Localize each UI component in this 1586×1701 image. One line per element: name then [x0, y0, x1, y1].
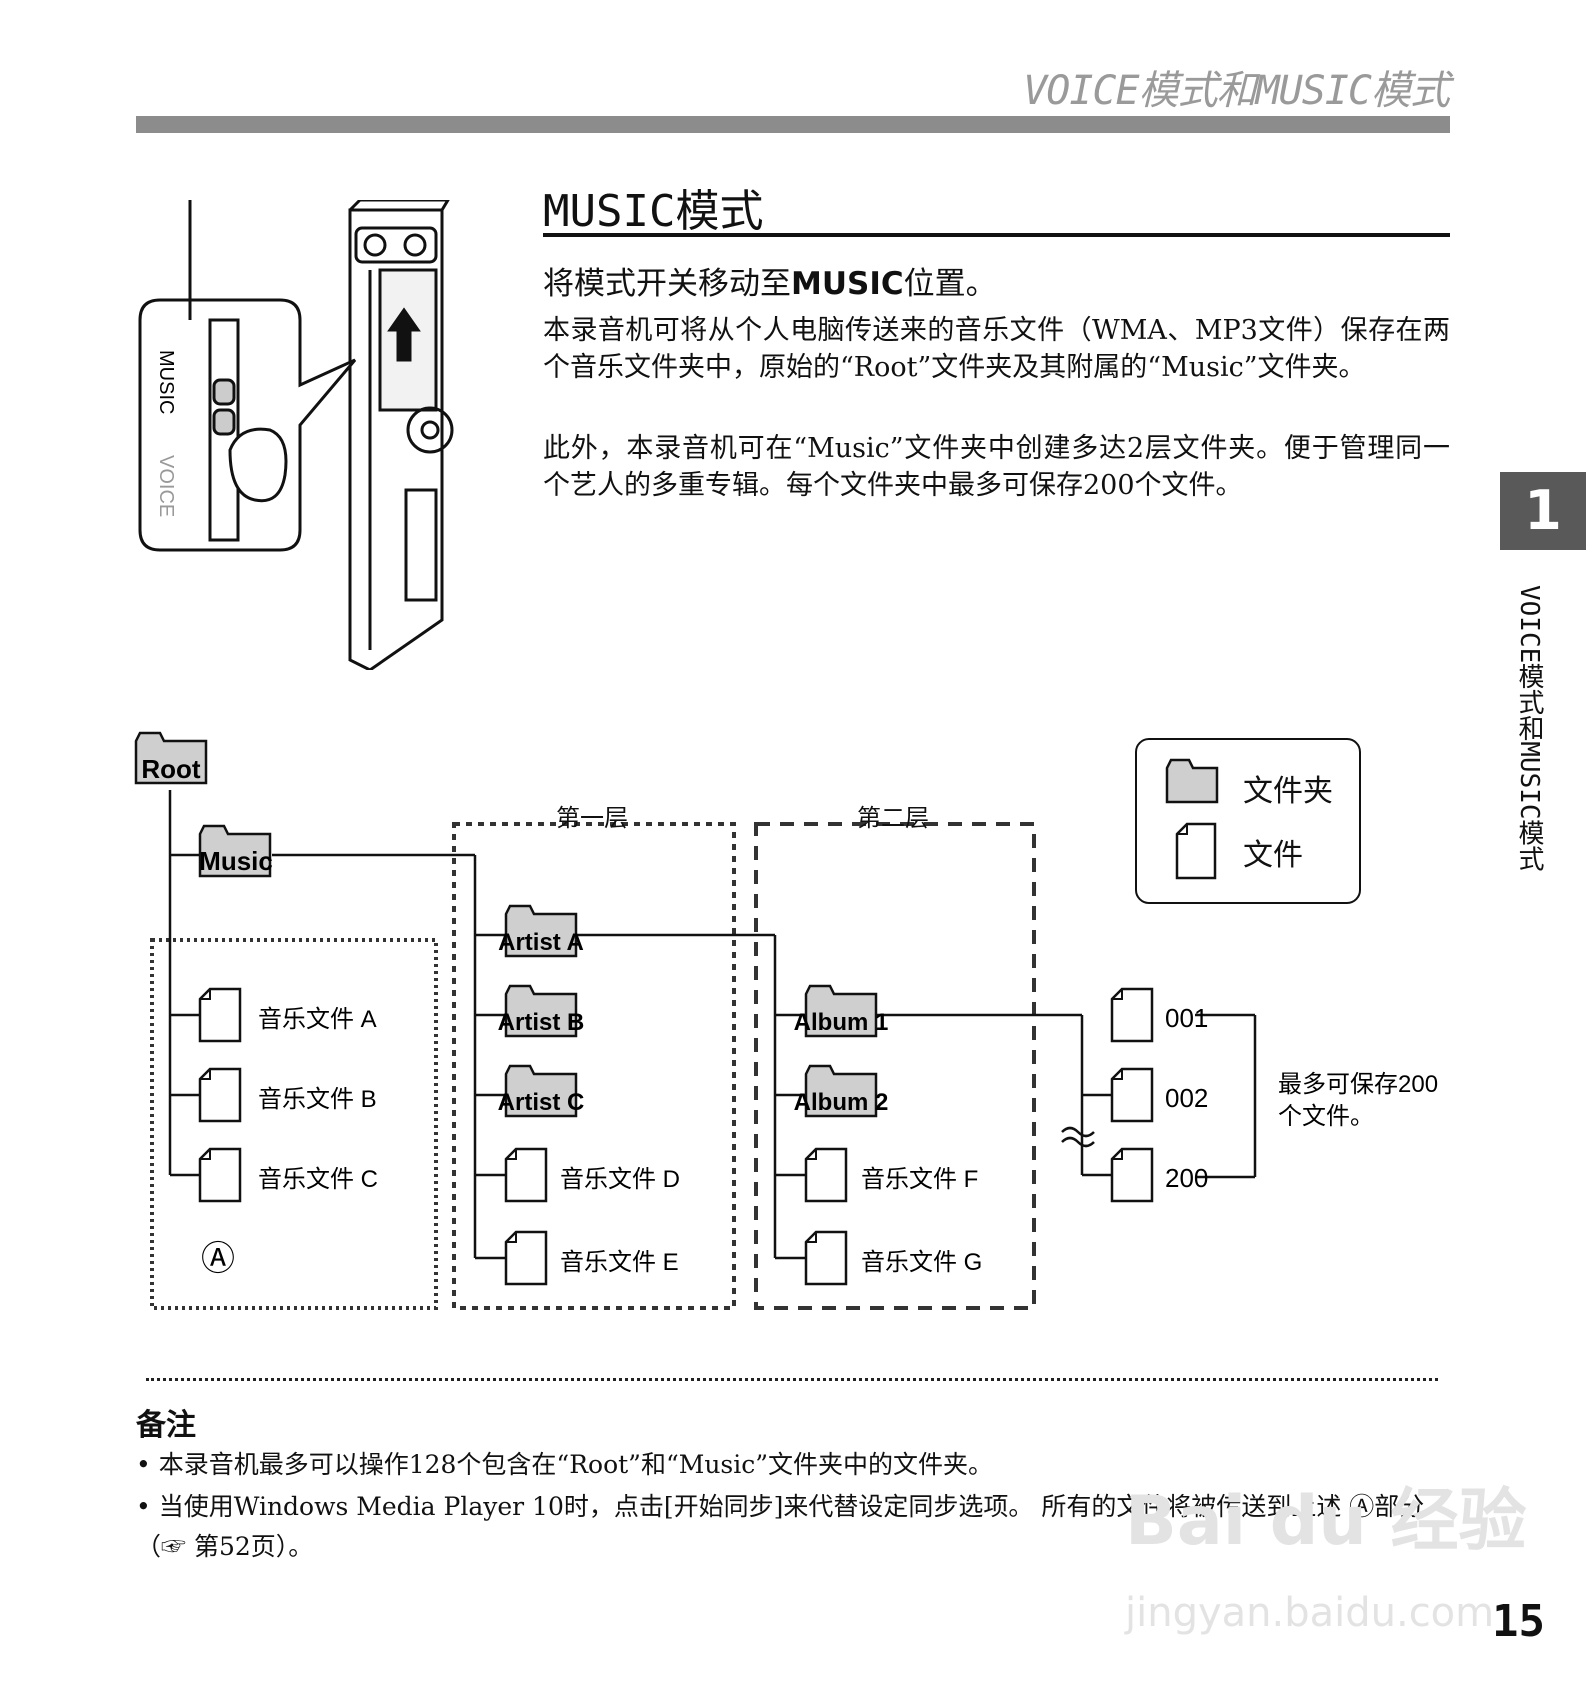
notes-title: 备注 — [136, 1408, 196, 1443]
file-icon — [198, 1067, 242, 1123]
legend-folder-label: 文件夹 — [1243, 774, 1333, 809]
chapter-side-label: VOICE模式和MUSIC模式 — [1514, 585, 1544, 872]
level2-file-g-label: 音乐文件 G — [861, 1249, 982, 1276]
legend — [1135, 738, 1361, 904]
numbered-file-200: 200 — [1165, 1163, 1208, 1193]
numbered-file-001: 001 — [1165, 1003, 1208, 1033]
file-icon — [198, 1147, 242, 1203]
legend-icons — [1165, 758, 1219, 880]
device-illustration: MUSIC VOICE — [138, 200, 454, 670]
header-bar — [136, 116, 1450, 133]
instruction-pre: 将模式开关移动至 — [543, 266, 791, 302]
notes-divider — [146, 1378, 1438, 1381]
artist-b-label: Artist B — [498, 1009, 585, 1036]
file-icon — [1110, 1067, 1154, 1123]
folder-diagram: 第一层 第二层 Root Music Artist A — [134, 731, 1438, 1310]
root-folder-label: Root — [141, 754, 201, 784]
level2-file-f-label: 音乐文件 F — [861, 1166, 978, 1193]
album-2-label: Album 2 — [794, 1089, 889, 1116]
section-title: MUSIC模式 — [543, 186, 764, 237]
level2-box — [754, 822, 1036, 1310]
instruction-bold: MUSIC — [791, 266, 904, 302]
root-file-a-label: 音乐文件 A — [258, 1006, 377, 1033]
page-number: 15 — [1492, 1596, 1545, 1647]
limit-note-line2: 个文件。 — [1278, 1103, 1374, 1130]
chapter-tab: 1 — [1500, 472, 1586, 550]
file-icon — [504, 1147, 548, 1203]
level1-file-d-label: 音乐文件 D — [560, 1166, 680, 1193]
album-1-label: Album 1 — [794, 1009, 889, 1036]
root-file-c-label: 音乐文件 C — [258, 1166, 378, 1193]
running-header: VOICE模式和MUSIC模式 — [1023, 68, 1450, 114]
numbered-file-002: 002 — [1165, 1083, 1208, 1113]
baidu-watermark-logo: Bai du 经验 — [1125, 1482, 1527, 1561]
paragraph-2: 此外，本录音机可在“Music”文件夹中创建多达2层文件夹。便于管理同一个艺人的… — [543, 433, 1450, 501]
instruction-post: 位置。 — [903, 266, 997, 302]
note-item-1: • 本录音机最多可以操作128个包含在“Root”和“Music”文件夹中的文件… — [136, 1450, 994, 1479]
root-file-b-label: 音乐文件 B — [258, 1086, 377, 1113]
section-rule — [543, 233, 1450, 237]
limit-note-line1: 最多可保存200 — [1278, 1071, 1438, 1098]
level1-box — [452, 822, 736, 1310]
file-icon — [198, 987, 242, 1043]
legend-file-label: 文件 — [1243, 838, 1303, 873]
level1-file-e-label: 音乐文件 E — [560, 1249, 679, 1276]
area-a-box — [150, 938, 438, 1310]
legend-file-icon — [1175, 822, 1217, 880]
switch-music-label: MUSIC — [155, 350, 177, 414]
area-a-marker: Ⓐ — [201, 1240, 235, 1278]
music-folder-label: Music — [199, 846, 273, 876]
level2-label: 第二层 — [857, 805, 929, 832]
switch-voice-label: VOICE — [155, 455, 177, 517]
artist-a-label: Artist A — [498, 929, 584, 956]
file-icon — [804, 1147, 848, 1203]
baidu-watermark-url: jingyan.baidu.com — [1125, 1590, 1495, 1636]
instruction: 将模式开关移动至MUSIC位置。 — [543, 258, 997, 303]
file-icon — [504, 1230, 548, 1286]
file-icon — [1110, 987, 1154, 1043]
legend-folder-icon — [1165, 758, 1219, 804]
artist-c-label: Artist C — [498, 1089, 585, 1116]
level1-label: 第一层 — [556, 805, 628, 832]
file-icon — [1110, 1147, 1154, 1203]
paragraph-1: 本录音机可将从个人电脑传送来的音乐文件（WMA、MP3文件）保存在两个音乐文件夹… — [543, 315, 1450, 383]
note-item-2: • 当使用Windows Media Player 10时，点击[开始同步]来代… — [136, 1492, 1425, 1561]
file-icon — [804, 1230, 848, 1286]
